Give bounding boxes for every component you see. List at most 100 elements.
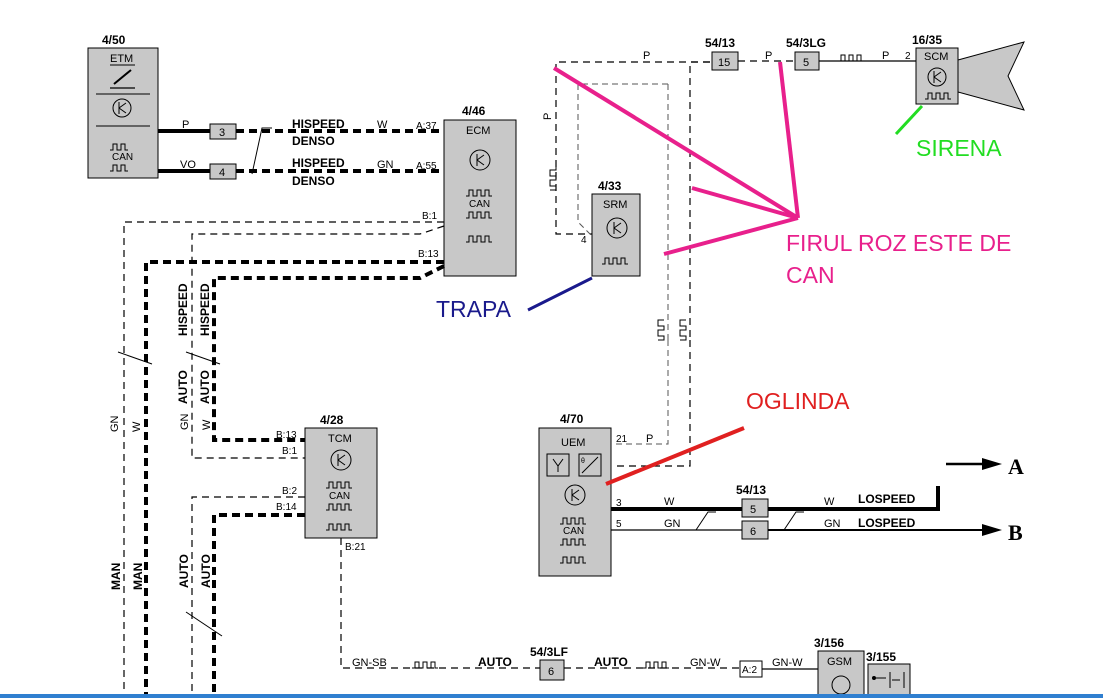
wire-gn-2: GN [664,518,681,530]
wire-p-v: P [542,113,554,120]
scm-id: 16/35 [912,33,942,47]
c1-pin: 15 [718,57,730,69]
oglinda-label: OGLINDA [746,388,850,414]
wire-w-1: W [377,119,388,131]
uem-name: UEM [561,437,585,449]
c4-pin: 6 [548,666,554,678]
ecm-module: 4/46 ECM CAN B:1 B:13 [418,104,517,277]
wire-gn-w-1: GN-W [690,657,721,669]
denso-label-1: DENSO [292,134,335,148]
hispeed-label-1: HISPEED [292,117,345,131]
wire-w-2: W [664,496,675,508]
etm-module: 4/50 ETM CAN [87,33,159,179]
srm-name: SRM [603,199,627,211]
ecm-pin-a55: A:55 [416,161,437,172]
hispeed-label-v1: HISPEED [176,283,190,336]
scm-name: SCM [924,51,948,63]
tcm-pin-b14: B:14 [276,502,297,513]
antenna-icon [552,458,564,472]
ecm-pin-b13: B:13 [418,249,439,260]
switch-id: 3/155 [866,650,896,664]
wire-gn-1: GN [377,159,394,171]
firul-label-line1: FIRUL ROZ ESTE DE [786,230,1011,256]
window-bottom-edge [0,694,1103,698]
wire-p-3: P [646,433,653,445]
man-label-1: MAN [109,563,123,590]
tcm-pin-b21: B:21 [345,542,366,553]
green-stroke [894,104,924,136]
c1-id: 54/13 [705,36,735,50]
auto-label-h2: AUTO [594,655,628,669]
wire-gn-3: GN [824,518,841,530]
tcm-pin-b13: B:13 [276,430,297,441]
wire-w-v1: W [131,421,143,432]
wire-vo: VO [180,159,196,171]
mirror-icon [581,456,599,474]
srm-module: 4/33 SRM 4 [581,179,641,277]
transistor-icon [606,217,628,239]
c4-id: 54/3LF [530,645,568,659]
firul-label-line2: CAN [786,262,835,288]
trapa-label: TRAPA [436,296,512,322]
siren-horn-icon [957,41,1025,111]
auto-label-h1: AUTO [478,655,512,669]
etm-name: ETM [110,53,133,65]
wire-p-4: P [765,50,772,62]
etm-pin-3: 3 [219,127,225,139]
ecm-id: 4/46 [462,104,486,118]
uem-module: 4/70 UEM θ CAN 3 5 [538,412,622,577]
wire-w-3: W [824,496,835,508]
uem-pin-5: 5 [616,519,622,530]
c3-id: 54/13 [736,483,766,497]
transistor-icon [564,484,586,506]
ecm-name: ECM [466,125,490,137]
pink-stroke-3 [691,186,799,220]
scm-pin-2: 2 [905,51,911,62]
wire-gn-v2: GN [179,413,191,430]
scm-module: 16/35 SCM [912,33,1025,111]
uem-pin-21: 21 [616,434,628,445]
auto-label-v4: AUTO [199,554,213,588]
red-stroke [605,426,745,486]
lospeed-label-1: LOSPEED [858,492,916,506]
transistor-icon [927,67,947,87]
wire-w-v2: W [201,419,213,430]
pink-stroke-1 [552,66,800,220]
uem-pin-3: 3 [616,498,622,509]
tcm-pin-b1: B:1 [282,446,297,457]
c3-pin-bot: 6 [750,526,756,538]
sirena-label: SIRENA [916,135,1002,161]
pink-stroke-4 [663,216,799,256]
uem-id: 4/70 [560,412,584,426]
gsm-name: GSM [827,656,852,668]
tcm-name: TCM [328,433,352,445]
etm-can-label: CAN [112,152,133,163]
svg-text:θ: θ [581,458,585,465]
wire-p-1: P [182,119,189,131]
gsm-id: 3/156 [814,636,844,650]
c2-pin: 5 [803,57,809,69]
wire-gn-sb: GN-SB [352,657,387,669]
wire-gn-w-2: GN-W [772,657,803,669]
uem-can-label: CAN [563,526,584,537]
gsm-module: 3/156 GSM 3/155 [814,636,911,698]
c2-id: 54/3LG [786,36,826,50]
srm-id: 4/33 [598,179,622,193]
transistor-icon [330,449,352,471]
pink-stroke-2 [778,61,800,219]
lospeed-label-2: LOSPEED [858,516,916,530]
wire-p-5: P [882,50,889,62]
wire-gn-v1: GN [109,415,121,432]
c3-pin-top: 5 [750,504,756,516]
tcm-module: 4/28 TCM CAN B:13 B:1 B:2 B:14 B:21 [276,413,378,553]
gsm-pin-a2: A:2 [742,665,757,676]
etm-pin-4: 4 [219,167,225,179]
transistor-icon [469,149,491,171]
man-label-2: MAN [131,563,145,590]
arrow-a-icon [982,458,1002,470]
auto-label-v3: AUTO [177,554,191,588]
tcm-id: 4/28 [320,413,344,427]
annotation-layer: SIRENA FIRUL ROZ ESTE DE CAN TRAPA OGLIN… [436,61,1011,486]
wire-p-2: P [643,50,650,62]
